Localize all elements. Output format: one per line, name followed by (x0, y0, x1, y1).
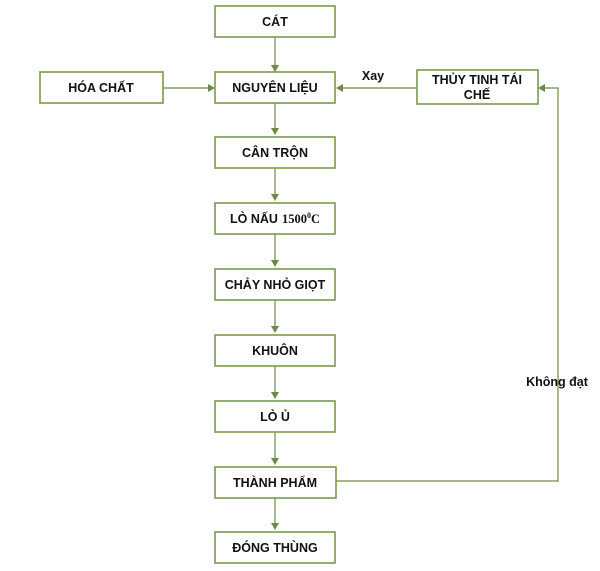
node-box (214, 531, 336, 564)
arrowhead (271, 128, 279, 135)
node-lo-u: LÒ Ủ (214, 400, 336, 433)
lo-nau-temp: 1500 (282, 212, 307, 226)
node-label: LÒ Ủ (260, 409, 290, 424)
node-cat: CÁT (214, 5, 336, 38)
node-box (214, 136, 336, 169)
node-label: THÀNH PHẨM (233, 475, 317, 490)
node-box (214, 268, 336, 301)
arrowhead (271, 260, 279, 267)
edges (163, 37, 559, 530)
node-label: CHẢY NHỎ GIỌT (225, 277, 326, 292)
edge-label-khong-dat: Không đạt (526, 375, 589, 389)
node-khuon: KHUÔN (214, 334, 336, 367)
node-label-line2: CHẾ (464, 87, 490, 102)
node-thanh-pham: THÀNH PHẨM (214, 466, 337, 499)
arrowhead (271, 392, 279, 399)
node-lo-nau: LÒ NẤU 15000C (214, 202, 336, 235)
node-label: ĐÓNG THÙNG (232, 540, 317, 555)
arrowhead (271, 194, 279, 201)
edge-khong-dat-loop (336, 87, 559, 482)
node-label: CÁT (262, 14, 288, 29)
node-nguyen-lieu: NGUYÊN LIỆU (214, 71, 336, 104)
node-label: HÓA CHẤT (68, 80, 134, 95)
node-box (214, 5, 336, 38)
node-chay-nho-giot: CHẢY NHỎ GIỌT (214, 268, 336, 301)
node-box (214, 400, 336, 433)
node-box (416, 69, 539, 105)
lo-nau-text: LÒ NẤU (230, 211, 278, 226)
node-label: KHUÔN (252, 343, 298, 358)
node-box (214, 202, 336, 235)
arrowhead (271, 458, 279, 465)
arrowhead (336, 84, 343, 92)
arrowhead (538, 84, 545, 92)
node-label: NGUYÊN LIỆU (232, 80, 317, 95)
node-can-tron: CÂN TRỘN (214, 136, 336, 169)
edge-label-xay: Xay (362, 69, 384, 83)
node-label-line1: THỦY TINH TÁI (432, 72, 522, 87)
arrowhead (271, 65, 279, 72)
node-label: LÒ NẤU 15000C (230, 211, 320, 226)
arrowhead (271, 523, 279, 530)
node-box (39, 71, 164, 104)
node-box (214, 334, 336, 367)
node-thuy-tinh-tai-che: THỦY TINH TÁI CHẾ (416, 69, 539, 105)
node-dong-thung: ĐÓNG THÙNG (214, 531, 336, 564)
node-box (214, 71, 336, 104)
node-hoa-chat: HÓA CHẤT (39, 71, 164, 104)
arrowhead (271, 326, 279, 333)
node-box (214, 466, 337, 499)
lo-nau-sup: 0 (307, 211, 311, 220)
node-label: CÂN TRỘN (242, 145, 308, 160)
lo-nau-unit: C (311, 212, 320, 226)
arrowhead (208, 84, 215, 92)
